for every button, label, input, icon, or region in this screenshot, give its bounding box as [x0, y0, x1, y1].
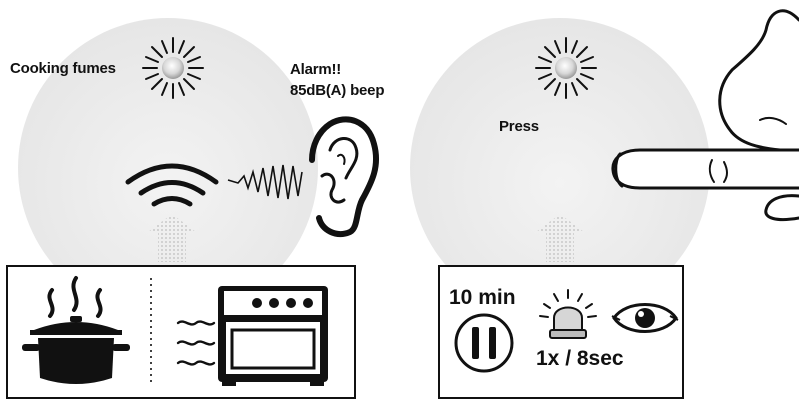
- ear-icon: [309, 116, 380, 238]
- right-hush-box: [438, 265, 684, 399]
- up-arrow-icon: [536, 214, 584, 262]
- right-detector-disc: [410, 18, 710, 318]
- led-glow-icon: [142, 37, 204, 99]
- flashing-light-icon: [539, 289, 597, 339]
- sound-waves-icon: [125, 163, 219, 207]
- alarm-label: Alarm!!: [290, 61, 342, 78]
- led-glow-icon: [535, 37, 597, 99]
- flash-rate-label: 1x / 8sec: [536, 347, 624, 370]
- press-label: Press: [499, 118, 539, 135]
- pause-icon: [454, 313, 514, 373]
- finger-icon: [611, 9, 799, 222]
- alarm-volume-label: 85dB(A) beep: [290, 82, 385, 99]
- left-detector: [18, 18, 380, 318]
- hush-duration-label: 10 min: [449, 286, 516, 309]
- left-source-box: [6, 265, 356, 399]
- up-arrow-icon: [148, 214, 196, 262]
- eye-icon: [611, 303, 679, 333]
- oven-icon: [176, 286, 328, 386]
- cooking-fumes-label: Cooking fumes: [10, 60, 116, 77]
- cooking-pot-icon: [22, 276, 130, 384]
- beep-wave-icon: [227, 164, 303, 200]
- right-detector: [410, 18, 710, 318]
